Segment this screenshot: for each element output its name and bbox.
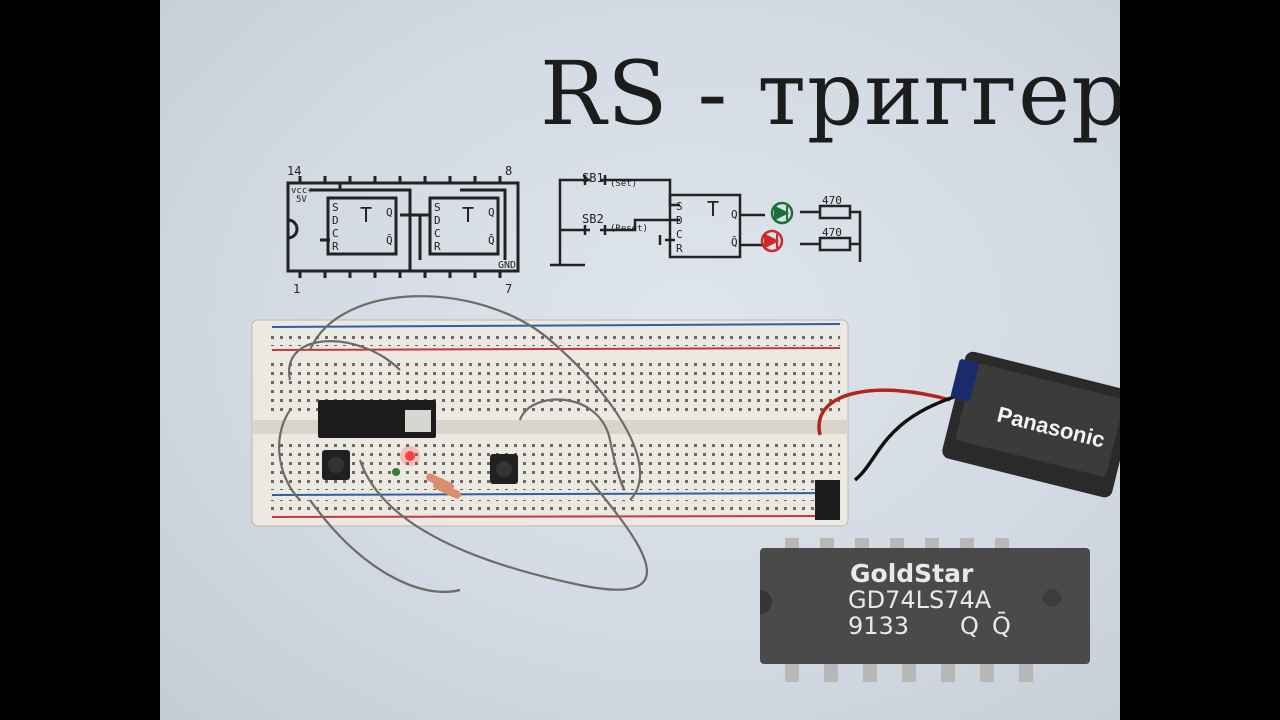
chip-part-number: GD74LS74A [848, 586, 992, 614]
sb2-note: (Reset) [610, 224, 648, 234]
leds-on-breadboard [392, 446, 420, 476]
sb1-label: SB1 [582, 171, 604, 185]
led-symbols [760, 201, 794, 253]
svg-text:Q̄: Q̄ [386, 234, 393, 247]
rs-latch-schematic [550, 175, 862, 267]
svg-text:Q̄: Q̄ [731, 236, 738, 249]
svg-text:C: C [332, 227, 339, 240]
battery-leads [817, 388, 961, 482]
gnd-label: GND [498, 260, 516, 271]
svg-text:Q: Q [488, 206, 495, 219]
push-button-set [322, 450, 350, 480]
chip-brand: GoldStar [850, 559, 974, 588]
svg-text:D: D [332, 214, 339, 227]
page-title: RS - триггер [540, 42, 1120, 145]
resistor-bottom-value: 470 [822, 226, 842, 239]
sb2-label: SB2 [582, 212, 604, 226]
svg-text:D: D [676, 214, 683, 227]
pin-8-label: 8 [505, 164, 512, 178]
svg-text:T: T [360, 203, 372, 227]
sb1-note: (Set) [610, 179, 637, 189]
chip-annotation-q: Q [960, 612, 979, 640]
ic-on-breadboard [318, 400, 436, 438]
resistors [426, 473, 461, 499]
svg-text:T: T [462, 203, 474, 227]
svg-text:Q: Q [386, 206, 393, 219]
push-button-reset [490, 454, 518, 484]
svg-text:Q̄: Q̄ [488, 234, 495, 247]
svg-text:D: D [434, 214, 441, 227]
pin-7-label: 7 [505, 282, 512, 296]
chip-date-code: 9133 [848, 612, 909, 640]
battery-9v: Panasonic [942, 351, 1120, 498]
goldstar-chip: GoldStar GD74LS74A 9133 Q Q̄ [760, 538, 1090, 682]
svg-text:R: R [676, 242, 683, 255]
rs-latch-labels: SB1 (Set) SB2 (Reset) S D C R T Q Q̄ 470… [582, 171, 842, 255]
svg-text:Q: Q [731, 208, 738, 221]
chip-annotation-qbar: Q̄ [992, 611, 1011, 640]
breadboard-photo: RS - триггер 14 8 1 7 vcc+ [160, 0, 1120, 720]
svg-text:S: S [676, 200, 683, 213]
vcc-label: vcc+ [291, 186, 313, 196]
resistor-top-value: 470 [822, 194, 842, 207]
breadboard [251, 319, 849, 527]
photo-illustration: 14 8 1 7 vcc+ 5V GND S D C R T Q Q̄ S D … [251, 164, 1120, 682]
svg-text:C: C [434, 227, 441, 240]
svg-text:C: C [676, 228, 683, 241]
pin-1-label: 1 [293, 282, 300, 296]
svg-text:R: R [434, 240, 441, 253]
svg-text:S: S [332, 201, 339, 214]
pin-14-label: 14 [287, 164, 301, 178]
chip-pinout-labels: 14 8 1 7 vcc+ 5V GND S D C R T Q Q̄ S D … [287, 164, 516, 296]
jumper-wires [278, 295, 648, 593]
svg-text:T: T [707, 197, 719, 221]
chip-pinout-schematic [286, 176, 520, 278]
svg-text:S: S [434, 201, 441, 214]
vcc-value: 5V [296, 195, 307, 205]
svg-text:R: R [332, 240, 339, 253]
power-switch [815, 480, 840, 520]
